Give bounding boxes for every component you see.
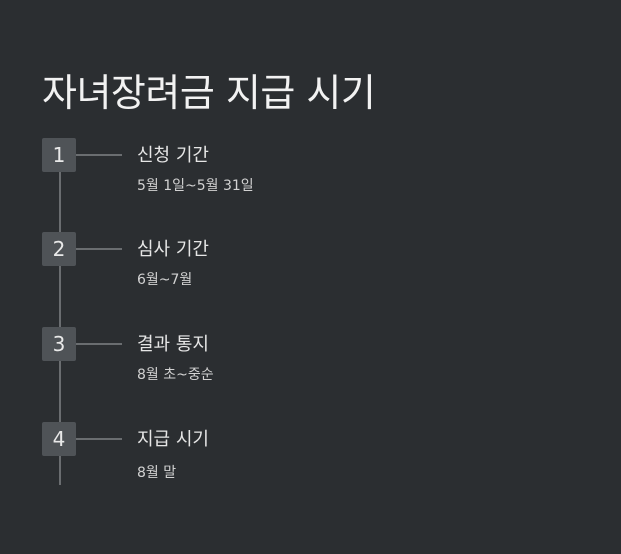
step-label: 심사 기간 xyxy=(137,239,209,260)
step-period: 6월~7월 xyxy=(137,272,193,288)
step-period: 8월 말 xyxy=(137,465,177,481)
timeline-step-3: 3 결과 통지 8월 초~중순 xyxy=(0,327,621,407)
timeline-step-2: 2 심사 기간 6월~7월 xyxy=(0,232,621,312)
step-connector-line xyxy=(76,343,122,345)
step-period: 5월 1일~5월 31일 xyxy=(137,178,254,194)
step-number-badge: 1 xyxy=(42,138,76,172)
timeline-step-1: 1 신청 기간 5월 1일~5월 31일 xyxy=(0,138,621,218)
step-number-badge: 2 xyxy=(42,232,76,266)
timeline-vertical-line xyxy=(59,155,61,485)
step-label: 지급 시기 xyxy=(137,429,209,450)
step-number-badge: 4 xyxy=(42,422,76,456)
page-title: 자녀장려금 지급 시기 xyxy=(42,71,376,115)
step-label: 결과 통지 xyxy=(137,334,209,355)
step-period: 8월 초~중순 xyxy=(137,367,214,383)
step-connector-line xyxy=(76,248,122,250)
step-connector-line xyxy=(76,154,122,156)
timeline-step-4: 4 지급 시기 8월 말 xyxy=(0,422,621,502)
step-number-badge: 3 xyxy=(42,327,76,361)
step-connector-line xyxy=(76,438,122,440)
step-label: 신청 기간 xyxy=(137,145,209,166)
